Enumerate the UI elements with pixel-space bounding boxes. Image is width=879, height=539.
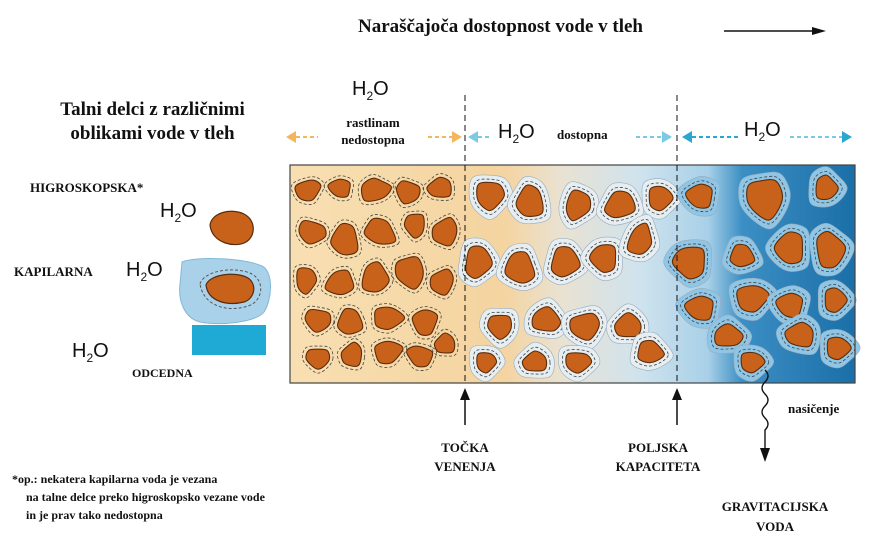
hygroscopic-h2o: H2O [160,200,197,225]
header-title: Naraščajoča dostopnost vode v tleh [358,16,643,38]
gravity-water-line2: VODA [700,517,850,537]
capillary-label: KAPILARNA [14,264,93,280]
available-label: dostopna [557,127,608,143]
saturation-label: nasičenje [788,401,839,417]
capillary-particle [180,259,271,324]
available-h2o: H2O [498,121,535,146]
drainage-water-block [192,325,266,355]
unavailable-h2o: H2O [352,78,389,103]
drainage-label: ODCEDNA [132,366,193,381]
field-capacity-line2: KAPACITETA [600,457,716,476]
gravity-water-line1: GRAVITACIJSKA [700,497,850,517]
capillary-h2o: H2O [126,259,163,284]
unavailable-line1: rastlinam [318,114,428,131]
left-panel-title: Talni delci z različnimi oblikami vode v… [20,98,285,146]
field-capacity-label: POLJSKA KAPACITETA [600,438,716,476]
footnote-line2: na talne delce preko higroskopsko vezane… [12,488,265,506]
left-panel-title-line2: oblikami vode v tleh [20,122,285,146]
hygroscopic-particle [210,211,253,244]
footnote-line3: in je prav tako nedostopna [12,506,265,524]
gravity-water-label: GRAVITACIJSKA VODA [700,497,850,537]
wilting-point-line2: VENENJA [420,457,510,476]
header-arrowhead [812,27,826,35]
wilting-point-label: TOČKA VENENJA [420,438,510,476]
unavailable-label: rastlinam nedostopna [318,114,428,148]
drainage-h2o: H2O [72,340,109,365]
unavailable-line2: nedostopna [318,131,428,148]
hygroscopic-label: HIGROSKOPSKA* [30,180,143,196]
footnote: *op.: nekatera kapilarna voda je vezana … [12,470,265,524]
field-capacity-line1: POLJSKA [600,438,716,457]
gravitational-h2o: H2O [744,119,781,144]
footnote-line1: *op.: nekatera kapilarna voda je vezana [12,470,265,488]
wilting-point-line1: TOČKA [420,438,510,457]
left-panel-title-line1: Talni delci z različnimi [20,98,285,122]
